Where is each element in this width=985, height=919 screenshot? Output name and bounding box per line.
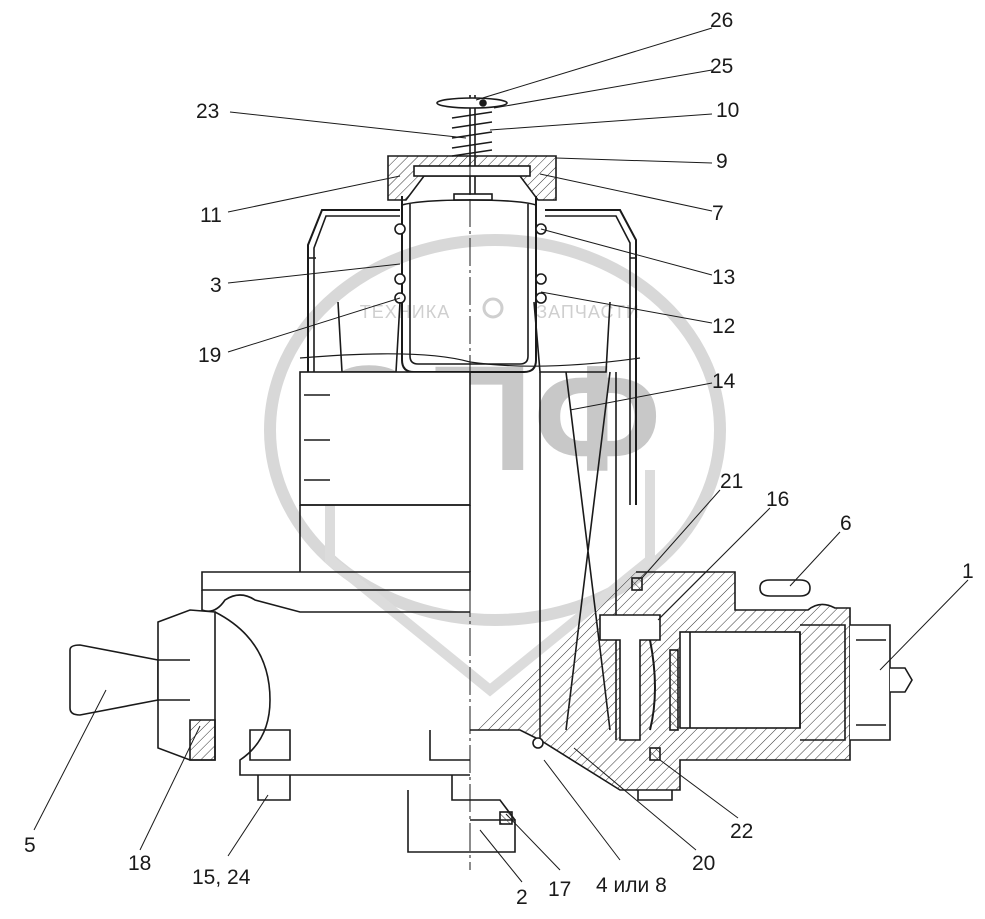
callout-19: 19 [198, 344, 221, 367]
callout-16: 16 [766, 488, 789, 511]
callout-10: 10 [716, 99, 739, 122]
callout-21: 21 [720, 470, 743, 493]
callout-3: 3 [210, 274, 222, 297]
callout-5: 5 [24, 834, 36, 857]
callout-6: 6 [840, 512, 852, 535]
callout-15-24: 15, 24 [192, 866, 251, 889]
callout-17: 17 [548, 878, 571, 901]
callout-22: 22 [730, 820, 753, 843]
watermark-right-text: ЗАПЧАСТИ [536, 302, 640, 322]
callout-23: 23 [196, 100, 219, 123]
callout-14: 14 [712, 370, 736, 393]
callout-26: 26 [710, 9, 733, 32]
callout-9: 9 [716, 150, 728, 173]
callout-18: 18 [128, 852, 151, 875]
callout-12: 12 [712, 315, 735, 338]
watermark-left-text: ТЕХНИКА [360, 302, 450, 322]
callout-13: 13 [712, 266, 735, 289]
callout-4-or-8: 4 или 8 [596, 874, 667, 897]
callout-25: 25 [710, 55, 733, 78]
callout-2: 2 [516, 886, 528, 909]
callout-11: 11 [200, 204, 222, 227]
callout-20: 20 [692, 852, 715, 875]
leader-lines [33, 27, 969, 883]
callout-labels: 26 25 23 10 9 11 7 3 13 12 19 14 21 16 6… [24, 9, 974, 909]
callout-1: 1 [962, 560, 974, 583]
gear-icon [482, 297, 504, 319]
callout-7: 7 [712, 202, 724, 225]
drawing-body [69, 95, 913, 870]
